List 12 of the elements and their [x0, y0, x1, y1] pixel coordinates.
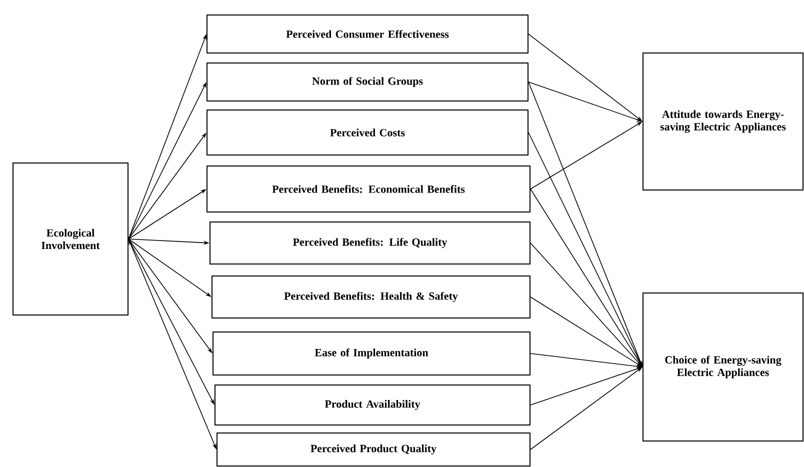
factor-box: Perceived Consumer Effectiveness — [206, 14, 528, 54]
outcome-box: Attitude towards Energy-saving Electric Appliances — [642, 52, 804, 190]
factor-box: Perceived Product Quality — [216, 432, 530, 466]
factor-box: Product Availability — [214, 384, 530, 426]
factor-box: Perceived Benefits: Economical Benefits — [206, 166, 530, 212]
factor-box: Ease of Implementation — [212, 332, 530, 376]
factor-box: Perceived Benefits: Health & Safety — [212, 276, 530, 318]
factor-box: Norm of Social Groups — [206, 62, 528, 102]
outcome-box: Choice of Energy-saving Electric Appliances — [642, 292, 804, 442]
factor-box: Perceived Benefits: Life Quality — [210, 222, 530, 264]
factor-box: Perceived Costs — [206, 110, 528, 156]
factor-box: Ecological Involvement — [12, 162, 128, 316]
